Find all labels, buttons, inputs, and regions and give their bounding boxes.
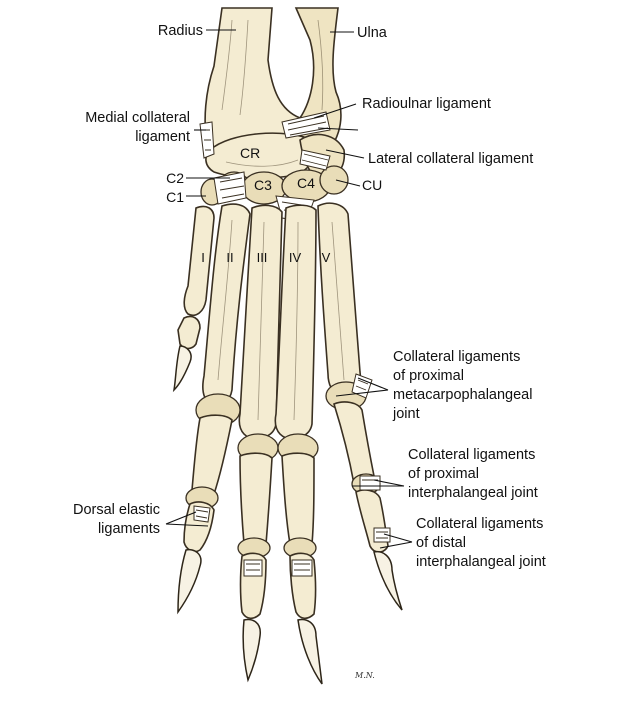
carpal-ulnar — [319, 165, 349, 195]
label-c3: C3 — [254, 177, 272, 193]
digit-v-phalanges — [325, 373, 403, 611]
label-coll-mcp-3: metacarpophalangeal — [393, 387, 532, 403]
label-coll-pip-2: of proximal — [408, 466, 479, 482]
label-radioulnar-ligament: Radioulnar ligament — [362, 96, 491, 112]
metacarpal-v — [317, 202, 362, 397]
label-digit-i: I — [201, 250, 205, 265]
label-cu: CU — [362, 177, 382, 193]
label-c1: C1 — [166, 189, 184, 205]
label-digit-ii: II — [226, 250, 233, 265]
label-medial-collateral-1: Medial collateral — [85, 110, 190, 126]
label-ulna: Ulna — [357, 25, 388, 41]
label-coll-pip-1: Collateral ligaments — [408, 447, 535, 463]
artist-initials: M.N. — [354, 671, 375, 680]
ulna-bone — [294, 7, 342, 151]
label-c4: C4 — [297, 175, 315, 191]
digit-i-phalanges — [172, 315, 201, 393]
label-c2: C2 — [166, 170, 184, 186]
label-digit-iii: III — [257, 250, 268, 265]
label-coll-mcp-2: of proximal — [393, 368, 464, 384]
label-dorsal-elastic-2: ligaments — [98, 521, 160, 537]
label-digit-iv: IV — [289, 250, 302, 265]
label-coll-dip-1: Collateral ligaments — [416, 516, 543, 532]
label-medial-collateral-2: ligament — [135, 129, 190, 145]
digit-ii-phalanges — [177, 393, 241, 615]
digit-iii-phalanges — [237, 433, 279, 683]
label-coll-dip-3: interphalangeal joint — [416, 554, 546, 570]
labels: Radius Ulna Radioulnar ligament Medial c… — [73, 23, 546, 680]
label-lateral-collateral-ligament: Lateral collateral ligament — [368, 151, 533, 167]
metacarpal-i — [183, 205, 215, 316]
label-digit-v: V — [322, 250, 331, 265]
label-coll-dip-2: of distal — [416, 535, 466, 551]
leader-lines — [165, 29, 413, 549]
label-radius: Radius — [158, 23, 203, 39]
label-dorsal-elastic-1: Dorsal elastic — [73, 502, 160, 518]
label-coll-mcp-4: joint — [392, 406, 420, 422]
label-coll-pip-3: interphalangeal joint — [408, 485, 538, 501]
label-cr: CR — [240, 145, 260, 161]
label-coll-mcp-1: Collateral ligaments — [393, 349, 520, 365]
digit-iv-phalanges — [277, 433, 323, 685]
